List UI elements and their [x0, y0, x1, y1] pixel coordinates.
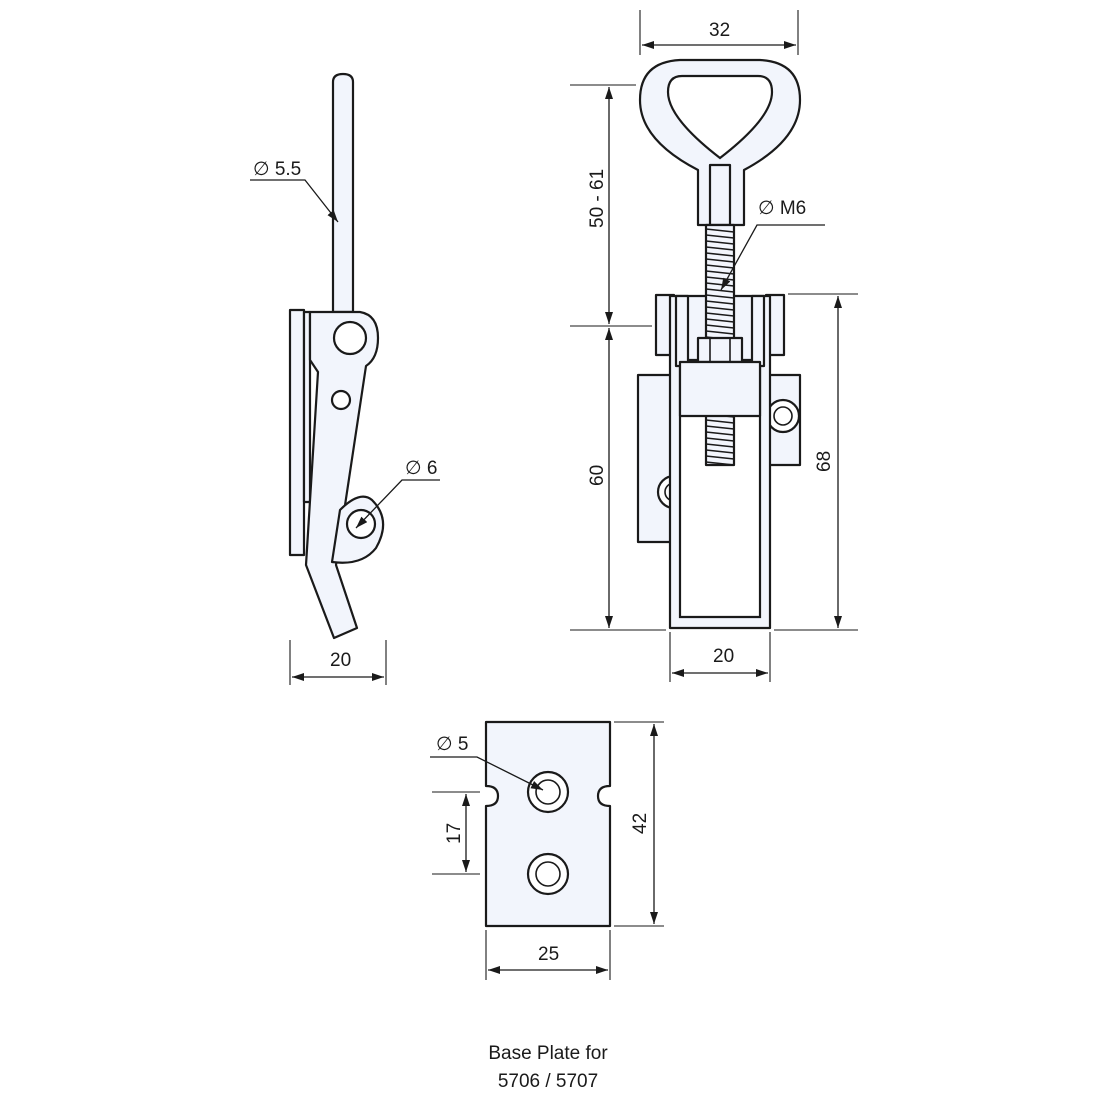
thread-line: [705, 258, 735, 263]
front-loop-width-dim: 32: [709, 20, 730, 41]
thread-line: [705, 300, 735, 305]
side-rod: [331, 72, 355, 314]
thread-line: [705, 240, 735, 245]
base-hole-leader: [430, 756, 544, 791]
front-plate-hole-right-inner: [773, 406, 793, 426]
base-hole-bottom: [526, 852, 570, 896]
side-view: ∅ 5.5 ∅ 6 20: [250, 72, 440, 685]
thread-line: [705, 288, 735, 293]
thread-line: [705, 306, 735, 311]
base-hole-top-inner: [535, 779, 561, 805]
side-small-hole: [330, 389, 352, 411]
base-hole-bottom-inner: [535, 861, 561, 887]
front-cross-block: [678, 360, 762, 418]
thread-line: [705, 294, 735, 299]
side-rod-leader: [250, 179, 339, 223]
side-base-plate-inner: [302, 310, 312, 504]
side-hole-leader: [355, 479, 440, 529]
front-adjust-dim: 50 - 61: [587, 169, 608, 228]
thread-line: [705, 455, 735, 460]
thread-line: [705, 252, 735, 257]
side-width-dim: 20: [330, 650, 351, 671]
front-lever-left: [674, 294, 690, 368]
side-base-plate: [288, 308, 306, 557]
front-width-dim: 20: [713, 646, 734, 667]
thread-line: [705, 312, 735, 317]
base-width-dim: 25: [538, 944, 559, 965]
front-thread-dim: ∅ M6: [758, 198, 806, 219]
thread-line: [705, 437, 735, 442]
thread-line: [705, 324, 735, 329]
front-body-dim: 60: [587, 465, 608, 486]
front-lever-right: [750, 294, 766, 368]
side-hook-hole: [345, 508, 377, 540]
front-plate-hole-right: [765, 398, 801, 434]
thread-line: [705, 330, 735, 335]
front-nut: [696, 336, 744, 364]
thread-line: [705, 431, 735, 436]
base-plate-outline: [484, 720, 612, 928]
thread-line: [705, 246, 735, 251]
front-thread-leader: [720, 224, 825, 291]
front-eye-loop-inner: [666, 74, 774, 160]
thread-line: [705, 234, 735, 239]
base-plate-caption-line1: Base Plate for: [488, 1043, 608, 1064]
base-plate-caption-line2: 5706 / 5707: [498, 1071, 598, 1092]
base-height-dim: 42: [630, 813, 651, 834]
thread-line: [705, 443, 735, 448]
thread-line: [705, 461, 735, 466]
base-hole-dim: ∅ 5: [436, 734, 468, 755]
side-lever: [304, 310, 380, 640]
side-pivot: [332, 320, 368, 356]
front-overall-dim: 68: [814, 451, 835, 472]
front-bolt-shank: [708, 163, 732, 227]
base-plate-view: ∅ 5 17 42 25 Base Plate for 5706 / 5707: [430, 720, 664, 1092]
thread-line: [705, 318, 735, 323]
thread-line: [705, 449, 735, 454]
base-spacing-dim: 17: [444, 823, 465, 844]
thread-line: [705, 419, 735, 424]
thread-line: [705, 425, 735, 430]
front-view: 32 ∅ M6 50 - 61 60 68 20: [570, 10, 858, 682]
thread-line: [705, 228, 735, 233]
thread-line: [705, 270, 735, 275]
side-rod-dim: ∅ 5.5: [253, 159, 301, 180]
thread-line: [705, 264, 735, 269]
side-hole-dim: ∅ 6: [405, 458, 437, 479]
base-hole-top: [526, 770, 570, 814]
